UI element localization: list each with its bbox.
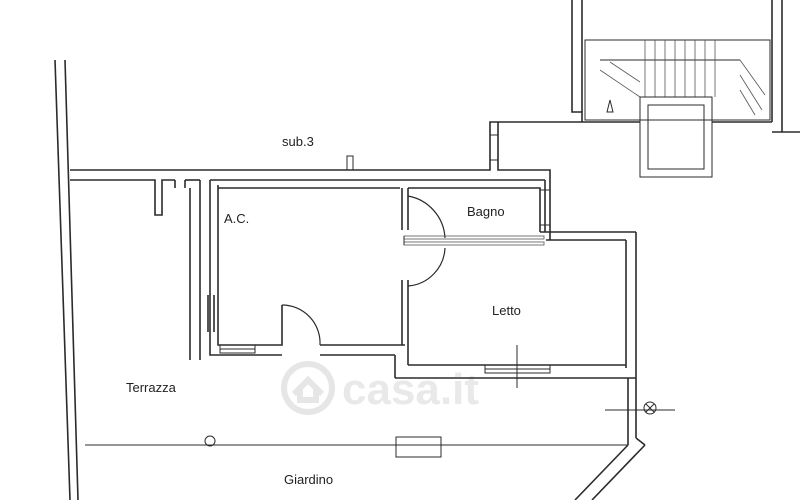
room-bagno-walls xyxy=(408,180,636,241)
letto-door-swing xyxy=(407,247,446,287)
label-giardino: Giardino xyxy=(284,472,333,487)
staircase xyxy=(571,0,800,178)
entry-door-swing xyxy=(281,304,321,346)
sub3-boundary-wall xyxy=(70,121,582,360)
label-bagno: Bagno xyxy=(467,204,505,219)
left-outer-wall xyxy=(54,59,79,500)
partition-walls xyxy=(401,188,545,365)
room-ac-walls xyxy=(207,179,545,356)
label-sub3: sub.3 xyxy=(282,134,314,149)
label-letto: Letto xyxy=(492,303,521,318)
watermark-house-icon xyxy=(281,361,335,415)
label-terrazza: Terrazza xyxy=(126,380,177,395)
watermark: casa.it xyxy=(281,361,479,415)
watermark-text: casa.it xyxy=(342,365,479,414)
stair-steps xyxy=(599,40,766,116)
bagno-door-swing xyxy=(407,195,446,239)
room-letto-walls xyxy=(394,232,637,388)
terrace-boundary xyxy=(85,378,675,500)
garden-post xyxy=(204,435,216,447)
label-ac: A.C. xyxy=(224,211,249,226)
